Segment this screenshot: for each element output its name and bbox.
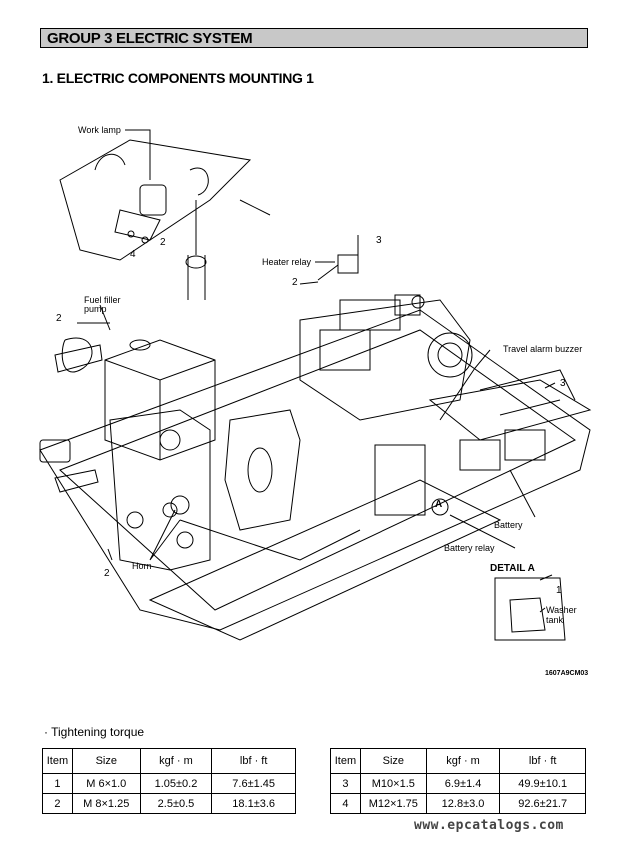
header-item: Item <box>42 748 73 774</box>
cell-size: M 6×1.0 <box>71 773 141 794</box>
callout-2-heater: 2 <box>292 277 298 288</box>
torque-table-right: Item Size kgf · m lbf · ft 3 M10×1.5 6.9… <box>330 748 586 814</box>
header-item: Item <box>330 748 361 774</box>
callout-a-circle: A <box>435 499 443 510</box>
cell-lbf: 92.6±21.7 <box>499 793 586 814</box>
horn-label: Horn <box>132 561 152 571</box>
cell-size: M10×1.5 <box>359 773 427 794</box>
work-lamp-label: Work lamp <box>78 125 121 135</box>
cell-kgf: 6.9±1.4 <box>425 773 501 794</box>
electric-components-diagram <box>39 129 592 641</box>
group-title: GROUP 3 ELECTRIC SYSTEM <box>47 30 253 47</box>
torque-table-left: Item Size kgf · m lbf · ft 1 M 6×1.0 1.0… <box>42 748 296 814</box>
cell-lbf: 7.6±1.45 <box>211 773 296 794</box>
tightening-torque-title: · Tightening torque <box>44 725 145 739</box>
section-title: 1. ELECTRIC COMPONENTS MOUNTING 1 <box>42 70 314 86</box>
group-header-bar: GROUP 3 ELECTRIC SYSTEM <box>40 28 588 48</box>
callout-4-work-lamp: 4 <box>130 249 136 260</box>
travel-alarm-buzzer-label: Travel alarm buzzer <box>503 344 583 354</box>
cell-size: M 8×1.25 <box>71 793 141 814</box>
detail-a-title: DETAIL A <box>490 563 535 574</box>
cell-size: M12×1.75 <box>359 793 427 814</box>
cell-kgf: 2.5±0.5 <box>139 793 213 814</box>
cell-lbf: 18.1±3.6 <box>211 793 296 814</box>
callout-2-fuel: 2 <box>56 313 62 324</box>
header-lbf: lbf · ft <box>499 748 586 774</box>
heater-relay-label: Heater relay <box>262 257 312 267</box>
header-size: Size <box>359 748 427 774</box>
watermark-link[interactable]: www.epcatalogs.com <box>414 818 564 833</box>
drawing-id: 1607A9CM03 <box>545 670 589 677</box>
cell-item: 1 <box>42 773 73 794</box>
table-row: 4 M12×1.75 12.8±3.0 92.6±21.7 <box>330 793 586 814</box>
table-header-row: Item Size kgf · m lbf · ft <box>42 748 296 774</box>
header-kgf: kgf · m <box>425 748 501 774</box>
fuel-filler-pump-label: Fuel filler pump <box>84 295 121 314</box>
battery-label: Battery <box>494 520 523 530</box>
table-row: 3 M10×1.5 6.9±1.4 49.9±10.1 <box>330 773 586 794</box>
callout-2-work-lamp: 2 <box>160 237 166 248</box>
header-size: Size <box>71 748 141 774</box>
cell-item: 2 <box>42 793 73 814</box>
callout-3-battery: 3 <box>560 378 566 389</box>
battery-relay-label: Battery relay <box>444 543 495 553</box>
cell-item: 4 <box>330 793 361 814</box>
callout-2-horn: 2 <box>104 568 110 579</box>
table-row: 1 M 6×1.0 1.05±0.2 7.6±1.45 <box>42 773 296 794</box>
cell-lbf: 49.9±10.1 <box>499 773 586 794</box>
cell-kgf: 1.05±0.2 <box>139 773 213 794</box>
cell-kgf: 12.8±3.0 <box>425 793 501 814</box>
header-kgf: kgf · m <box>139 748 213 774</box>
header-lbf: lbf · ft <box>211 748 296 774</box>
table-row: 2 M 8×1.25 2.5±0.5 18.1±3.6 <box>42 793 296 814</box>
cell-item: 3 <box>330 773 361 794</box>
callout-3-heater: 3 <box>376 235 382 246</box>
table-header-row: Item Size kgf · m lbf · ft <box>330 748 586 774</box>
callout-1-detail: 1 <box>556 585 562 596</box>
washer-tank-label: Washer tank <box>546 605 577 625</box>
